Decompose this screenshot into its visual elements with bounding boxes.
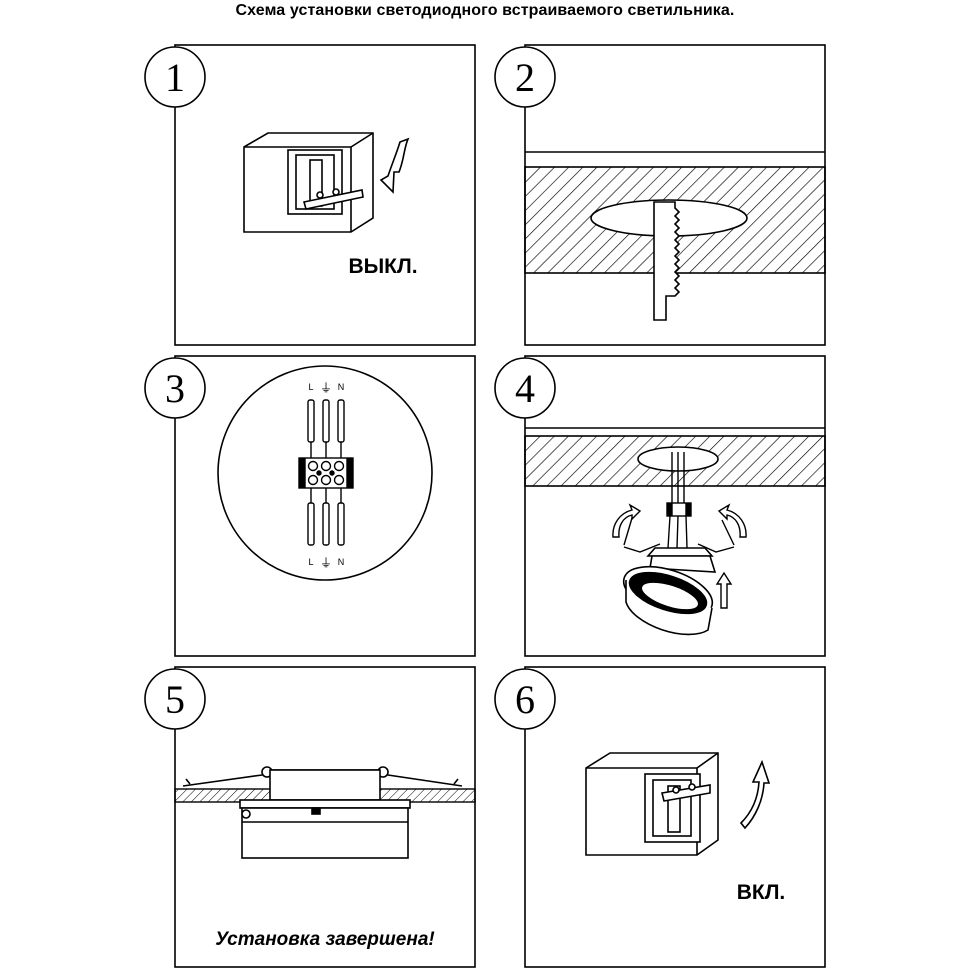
- wall-switch-off: [243, 132, 374, 233]
- supply-wires: [666, 452, 692, 549]
- wires-bottom: [307, 488, 345, 546]
- step-number: 2: [515, 55, 535, 100]
- rotate-arrow-icon: [612, 503, 747, 538]
- earth-icon: ⏚: [320, 381, 332, 395]
- panel-step-3: 3 L ⏚ N: [144, 355, 476, 657]
- ceiling-section: [524, 427, 826, 487]
- earth-icon: ⏚: [320, 556, 332, 570]
- step-number: 1: [165, 55, 185, 100]
- panel-frame: [174, 666, 476, 968]
- spring-clips: [623, 517, 735, 553]
- downlight-fixture: [622, 547, 717, 636]
- panel-frame: [174, 44, 476, 346]
- wire-label-l-bottom: L: [308, 557, 313, 567]
- step-number-badge: [494, 357, 556, 419]
- terminal-block: [298, 457, 354, 489]
- panel-step-4: 4: [494, 355, 826, 657]
- turn-arrow-icon: [739, 759, 771, 830]
- saw-icon: [653, 201, 681, 321]
- panel-frame: [524, 355, 826, 657]
- step-number: 6: [515, 677, 535, 722]
- step-number-badge: [144, 668, 206, 730]
- wall-switch-on: [585, 752, 719, 856]
- wire-label-l-top: L: [308, 382, 313, 392]
- turn-arrow-icon: [379, 137, 410, 194]
- diagram-title: Схема установки светодиодного встраиваем…: [235, 2, 735, 19]
- step-number: 5: [165, 677, 185, 722]
- panel-frame: [524, 666, 826, 968]
- step-label: ВКЛ.: [737, 881, 786, 904]
- step-label: ВЫКЛ.: [348, 255, 417, 278]
- panel-step-2: 2: [494, 44, 826, 346]
- panel-frame: [174, 355, 476, 657]
- wire-label-n-top: N: [338, 382, 345, 392]
- panel-step-5: 5 Установка завершена!: [144, 666, 476, 968]
- up-arrow-icon: [715, 571, 733, 609]
- step-number: 4: [515, 366, 535, 411]
- step-label: Установка завершена!: [215, 929, 434, 950]
- panel-step-1: 1 ВЫКЛ.: [144, 44, 476, 346]
- panel-step-6: 6 ВКЛ.: [494, 666, 826, 968]
- wire-label-n-bottom: N: [338, 557, 345, 567]
- step-number-badge: [494, 46, 556, 108]
- step-number-badge: [144, 357, 206, 419]
- installed-downlight: [182, 766, 463, 859]
- step-number-badge: [144, 46, 206, 108]
- wires-top: [307, 399, 345, 458]
- step-number: 3: [165, 366, 185, 411]
- step-number-badge: [494, 668, 556, 730]
